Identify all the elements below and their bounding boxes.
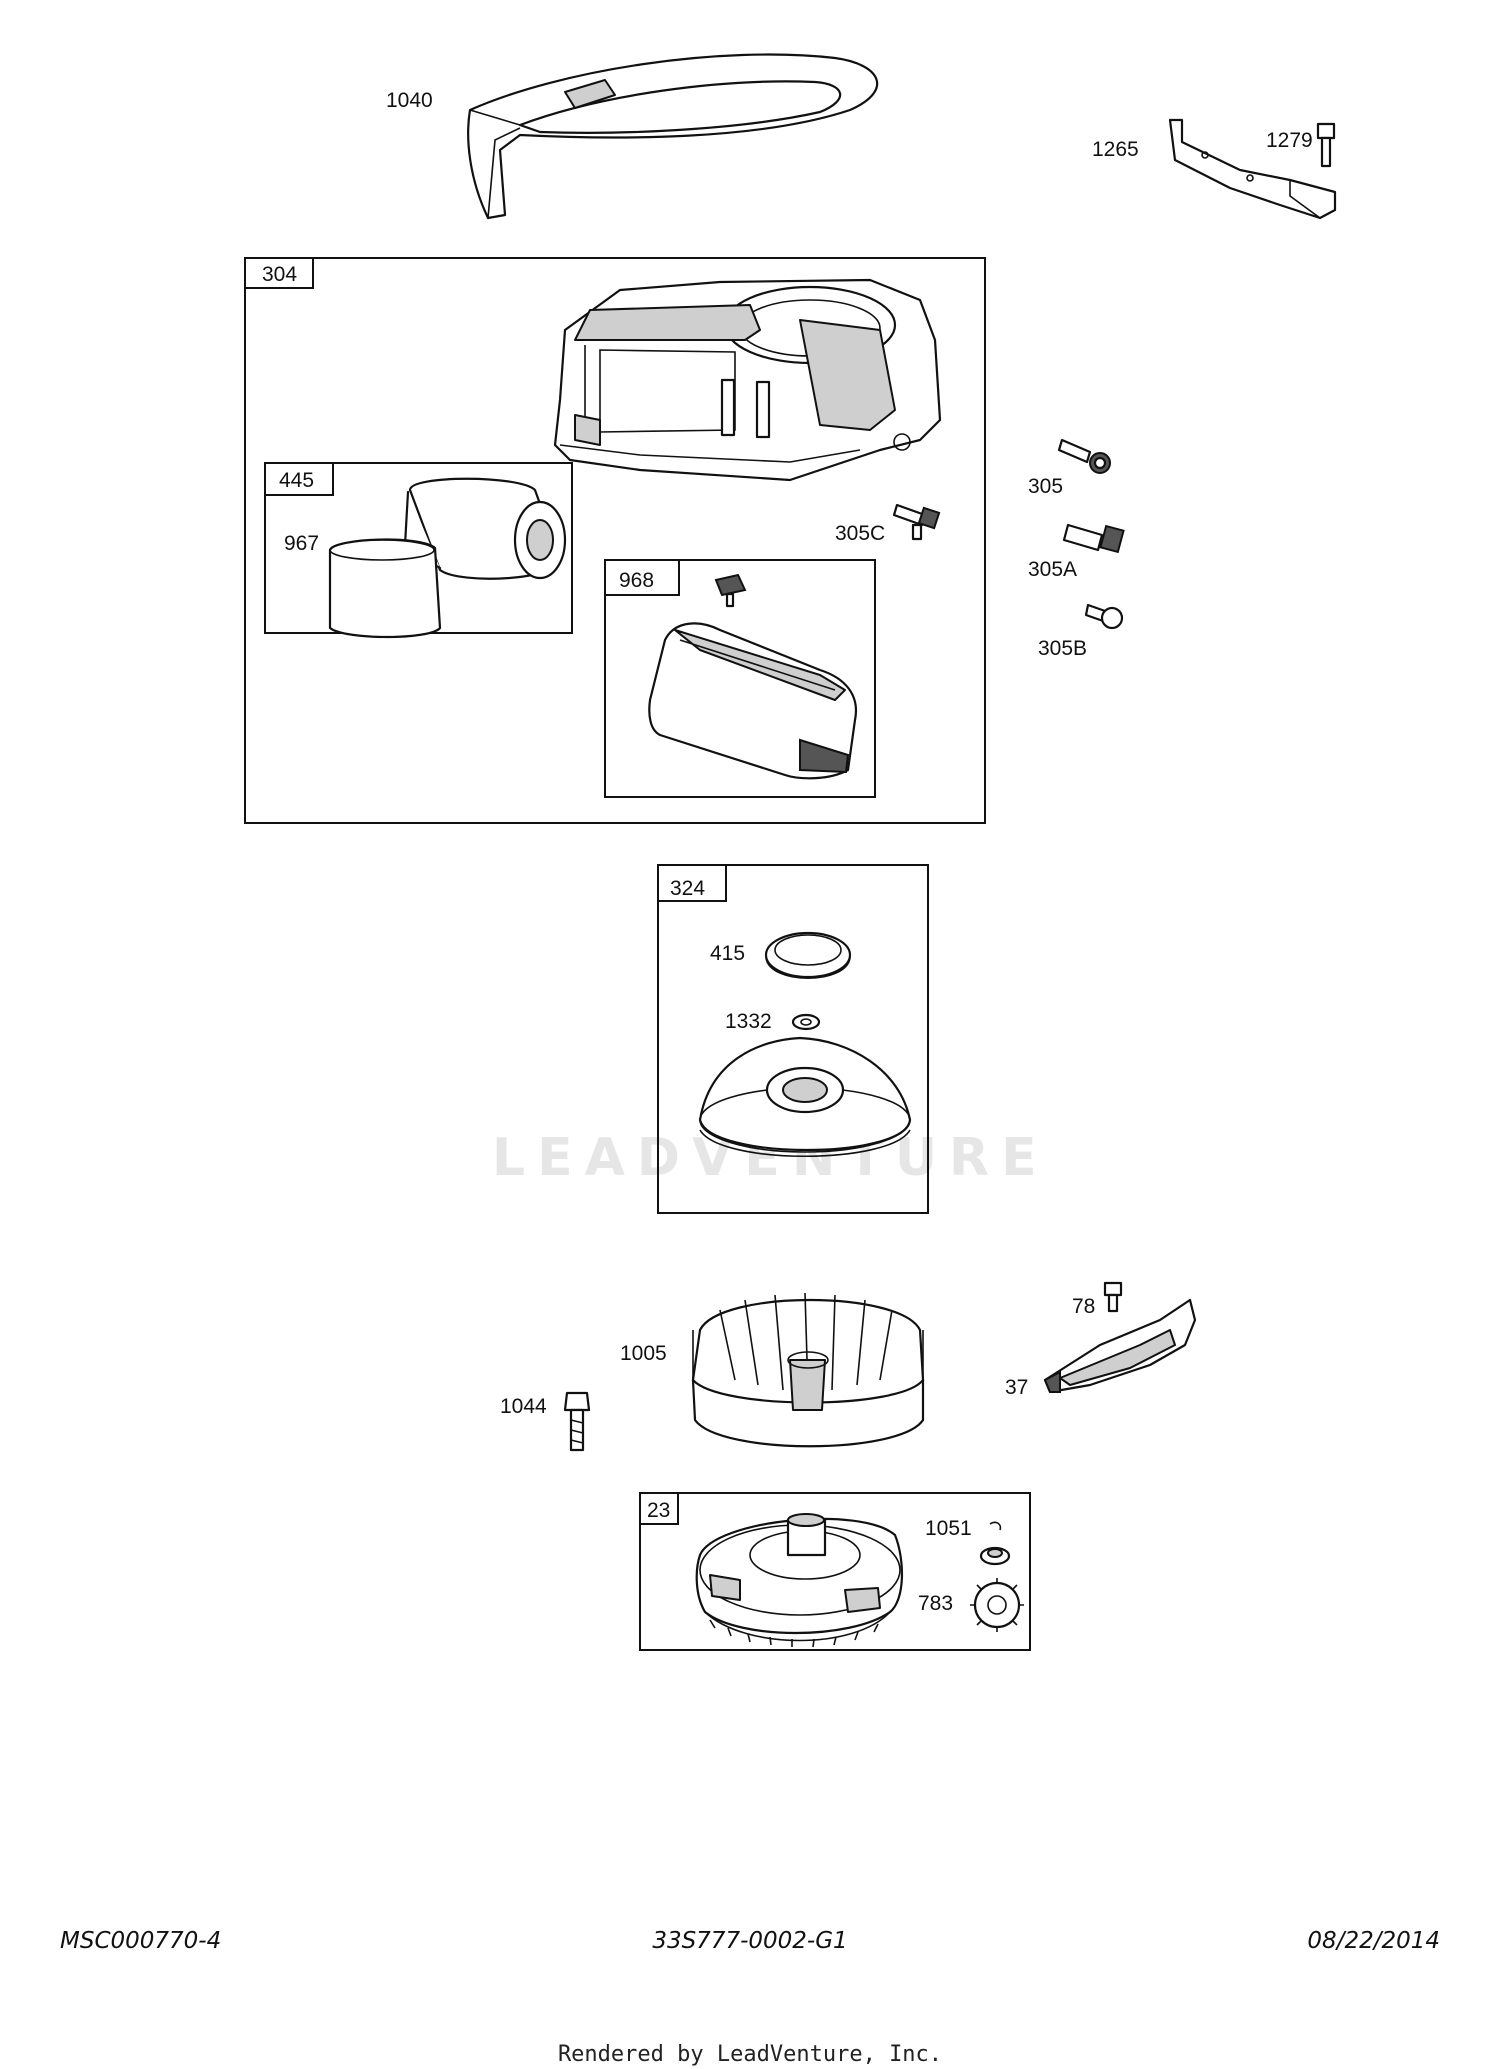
part-305-screw[interactable] <box>1057 438 1111 474</box>
group-445-tag <box>264 462 334 496</box>
group-304-box <box>244 257 986 824</box>
label-305: 305 <box>1028 475 1063 498</box>
label-967: 967 <box>284 532 319 555</box>
part-1040-cover[interactable] <box>467 53 879 220</box>
label-78: 78 <box>1072 1295 1095 1318</box>
part-1005-fan[interactable] <box>691 1292 925 1448</box>
label-1279: 1279 <box>1266 129 1313 152</box>
part-967-pre-cleaner[interactable] <box>328 538 442 639</box>
group-304-tag <box>244 257 314 289</box>
part-37-guard[interactable] <box>1043 1298 1197 1394</box>
label-305B: 305B <box>1038 637 1087 660</box>
group-445-label: 445 <box>279 469 314 492</box>
part-1332-washer[interactable] <box>791 1013 821 1031</box>
part-1279-bolt[interactable] <box>1316 122 1336 168</box>
part-305C-screw[interactable] <box>892 503 941 541</box>
part-968-air-filter-cover[interactable] <box>648 622 858 780</box>
label-783: 783 <box>918 1592 953 1615</box>
label-1005: 1005 <box>620 1342 667 1365</box>
group-324-tag <box>657 864 727 902</box>
footer-date: 08/22/2014 <box>1307 1928 1440 1954</box>
part-324-starter[interactable] <box>698 1036 912 1158</box>
label-415: 415 <box>710 942 745 965</box>
rendered-by: Rendered by LeadVenture, Inc. <box>557 2042 943 2067</box>
footer-diagram-id: MSC000770-4 <box>60 1928 222 1954</box>
label-37: 37 <box>1005 1376 1028 1399</box>
group-23-tag <box>639 1492 679 1525</box>
label-305A: 305A <box>1028 558 1077 581</box>
group-23-box <box>639 1492 1031 1651</box>
part-23-flywheel[interactable] <box>695 1513 903 1648</box>
part-78-bolt[interactable] <box>1103 1281 1123 1313</box>
label-1051: 1051 <box>925 1517 972 1540</box>
part-304-blower-housing[interactable] <box>553 278 942 482</box>
part-783-gear[interactable] <box>970 1578 1024 1632</box>
label-305C: 305C <box>835 522 885 545</box>
part-305B-screw[interactable] <box>1084 603 1124 630</box>
group-968-label: 968 <box>619 569 654 592</box>
label-1332: 1332 <box>725 1010 772 1033</box>
label-1040: 1040 <box>386 89 433 112</box>
group-968-box <box>604 559 876 798</box>
group-304-label: 304 <box>262 263 297 286</box>
part-415-cap[interactable] <box>764 931 852 980</box>
part-1044-bolt[interactable] <box>563 1391 591 1452</box>
label-1265: 1265 <box>1092 138 1139 161</box>
group-968-tag <box>604 559 680 596</box>
group-324-box <box>657 864 929 1214</box>
footer-part-number: 33S777-0002-G1 <box>652 1928 848 1954</box>
part-305A-screw[interactable] <box>1062 523 1125 554</box>
label-1044: 1044 <box>500 1395 547 1418</box>
part-968-knob[interactable] <box>714 573 747 608</box>
group-23-label: 23 <box>647 1499 670 1522</box>
part-1265-bracket[interactable] <box>1168 118 1337 220</box>
group-324-label: 324 <box>670 877 705 900</box>
part-1051-nut[interactable] <box>979 1521 1011 1566</box>
